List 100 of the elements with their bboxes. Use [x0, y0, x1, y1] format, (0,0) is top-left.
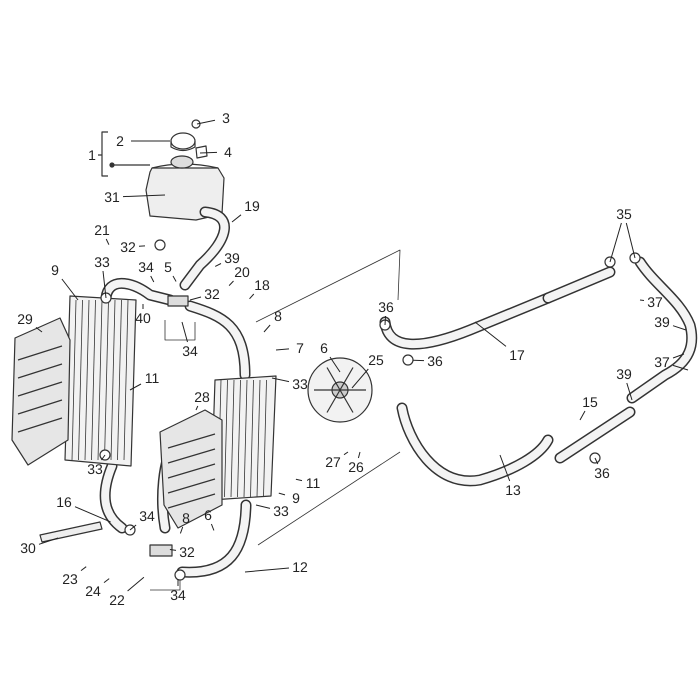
leader-line	[672, 354, 684, 358]
leader-line	[180, 526, 184, 534]
leader-line	[672, 364, 688, 370]
callout-number: 32	[118, 239, 138, 255]
leader-line	[122, 194, 166, 198]
callout-number: 33	[290, 376, 310, 392]
callout-number: 36	[376, 299, 396, 315]
callout-number: 21	[92, 222, 112, 238]
leader-line	[190, 296, 202, 300]
callout-number: 16	[54, 494, 74, 510]
callout-number: 11	[142, 370, 162, 386]
leader-line	[150, 276, 154, 282]
leader-line	[330, 356, 340, 372]
leader-line	[106, 238, 110, 246]
callout-number: 32	[202, 286, 222, 302]
leader-line	[580, 410, 586, 420]
leader-line	[384, 316, 386, 326]
callout-number: 30	[18, 540, 38, 556]
leader-line	[344, 452, 348, 456]
callout-number: 34	[180, 343, 200, 359]
callout-number: 19	[242, 198, 262, 214]
callout-number: 11	[303, 475, 323, 491]
leader-line	[500, 454, 510, 482]
leader-line	[142, 304, 144, 310]
leader-line	[130, 140, 170, 142]
callout-number: 24	[83, 583, 103, 599]
callout-number: 33	[271, 503, 291, 519]
leader-line	[169, 549, 176, 551]
callout-number: 3	[216, 110, 236, 126]
leader-line	[61, 278, 78, 300]
leader-line	[228, 280, 234, 286]
callout-number: 34	[168, 587, 188, 603]
callout-number: 7	[290, 340, 310, 356]
leader-line	[272, 378, 290, 382]
callout-number: 13	[503, 482, 523, 498]
callout-number: 39	[652, 314, 672, 330]
callout-number: 18	[252, 277, 272, 293]
callout-number: 35	[614, 206, 634, 222]
leader-line	[172, 276, 177, 282]
leader-line	[38, 538, 58, 545]
leader-line	[276, 348, 290, 350]
callout-number: 29	[15, 311, 35, 327]
callout-number: 5	[158, 259, 178, 275]
leader-line	[104, 578, 110, 584]
callout-number: 39	[614, 366, 634, 382]
callout-number: 37	[645, 294, 665, 310]
callout-number: 17	[507, 347, 527, 363]
leader-line	[74, 506, 112, 522]
callout-number: 1	[87, 147, 97, 163]
leader-line	[610, 222, 622, 262]
leader-line	[127, 576, 144, 592]
callout-number: 34	[137, 508, 157, 524]
callout-number: 28	[192, 389, 212, 405]
leader-line	[36, 326, 42, 332]
callout-number: 31	[102, 189, 122, 205]
leader-line	[640, 300, 644, 301]
leader-line	[244, 568, 290, 572]
callout-number: 26	[346, 459, 366, 475]
leader-line	[358, 452, 360, 458]
callout-number: 39	[222, 250, 242, 266]
leader-line	[196, 120, 216, 124]
callout-number: 12	[290, 559, 310, 575]
callout-number: 9	[286, 490, 306, 506]
callout-number: 8	[268, 308, 288, 324]
leader-line	[100, 454, 106, 460]
callout-number: 27	[323, 454, 343, 470]
callout-number: 23	[60, 571, 80, 587]
callout-number: 25	[366, 352, 386, 368]
leader-line	[210, 524, 214, 531]
callout-number: 22	[107, 592, 127, 608]
leader-line	[80, 566, 87, 572]
callout-number: 33	[92, 254, 112, 270]
callout-number: 4	[218, 144, 238, 160]
leader-line	[214, 263, 222, 267]
callout-number: 8	[176, 510, 196, 526]
leader-line	[256, 504, 270, 509]
callout-number: 32	[177, 544, 197, 560]
leader-line	[278, 492, 286, 496]
leader-line	[196, 406, 198, 410]
leader-line	[626, 222, 636, 258]
leader-line	[130, 524, 137, 530]
leader-line	[232, 214, 242, 222]
callout-number: 33	[85, 461, 105, 477]
leader-line	[672, 325, 686, 330]
callout-number: 6	[314, 340, 334, 356]
leader-line	[182, 322, 188, 342]
leader-line	[264, 324, 271, 332]
callout-number: 36	[425, 353, 445, 369]
leader-line	[352, 368, 369, 388]
leader-line	[138, 245, 146, 247]
callout-number: 9	[45, 262, 65, 278]
leader-line	[130, 384, 142, 390]
callout-number: 15	[580, 394, 600, 410]
leader-line	[412, 360, 424, 362]
leader-line	[102, 270, 106, 298]
callout-number: 2	[110, 133, 130, 149]
leader-line	[594, 458, 598, 464]
leader-line	[200, 152, 218, 154]
leader-line	[249, 294, 254, 300]
callout-number: 37	[652, 354, 672, 370]
